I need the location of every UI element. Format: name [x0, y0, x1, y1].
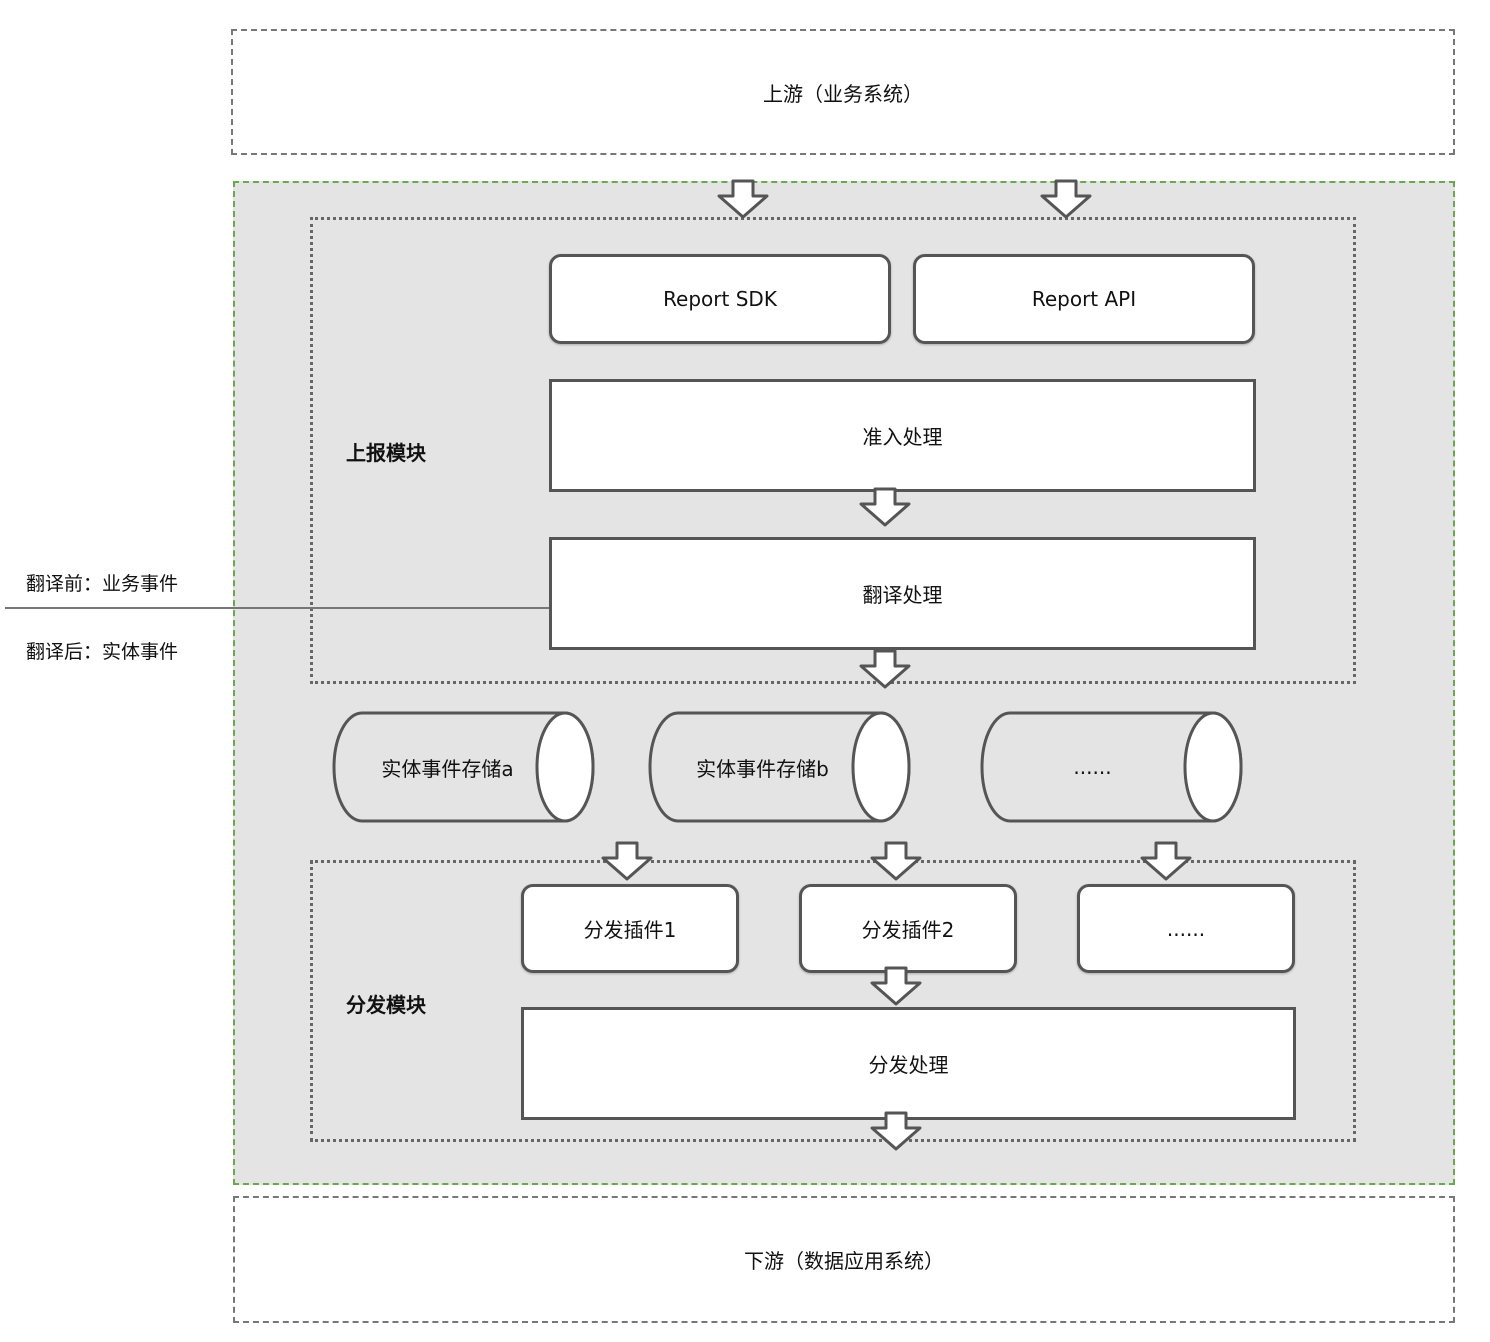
translation-box: 翻译处理: [549, 537, 1256, 650]
storage-b-label: 实体事件存储b: [696, 756, 829, 781]
dispatch-module-label: 分发模块: [346, 993, 426, 1017]
downstream-label: 下游（数据应用系统）: [744, 1249, 944, 1273]
admission-label: 准入处理: [862, 425, 943, 449]
upstream-box: 上游（业务系统）: [231, 29, 1455, 155]
dispatch-module-box: [310, 860, 1356, 1142]
report-sdk-box: Report SDK: [549, 254, 891, 344]
storage-a-label: 实体事件存储a: [381, 756, 514, 781]
dispatch-processing-box: 分发处理: [521, 1007, 1296, 1120]
dispatch-processing-label: 分发处理: [868, 1053, 949, 1077]
dispatch-plugin-more-box: ......: [1077, 884, 1295, 973]
dispatch-plugin-2-label: 分发插件2: [861, 918, 955, 942]
annotation-after: 翻译后：实体事件: [26, 641, 179, 663]
dispatch-plugin-1-label: 分发插件1: [583, 918, 677, 942]
translation-label: 翻译处理: [862, 583, 943, 607]
dispatch-plugin-2-box: 分发插件2: [799, 884, 1017, 973]
dispatch-plugin-1-box: 分发插件1: [521, 884, 739, 973]
report-api-label: Report API: [1031, 287, 1137, 311]
storage-more-label: ......: [1073, 755, 1112, 779]
annotation-before: 翻译前：业务事件: [26, 573, 179, 595]
downstream-box: 下游（数据应用系统）: [233, 1196, 1455, 1323]
upstream-label: 上游（业务系统）: [763, 81, 923, 106]
dispatch-plugin-more-label: ......: [1166, 916, 1206, 941]
report-api-box: Report API: [913, 254, 1255, 344]
report-sdk-label: Report SDK: [663, 287, 777, 311]
admission-box: 准入处理: [549, 379, 1256, 492]
report-module-label: 上报模块: [346, 441, 426, 465]
report-module-box: [310, 217, 1356, 684]
